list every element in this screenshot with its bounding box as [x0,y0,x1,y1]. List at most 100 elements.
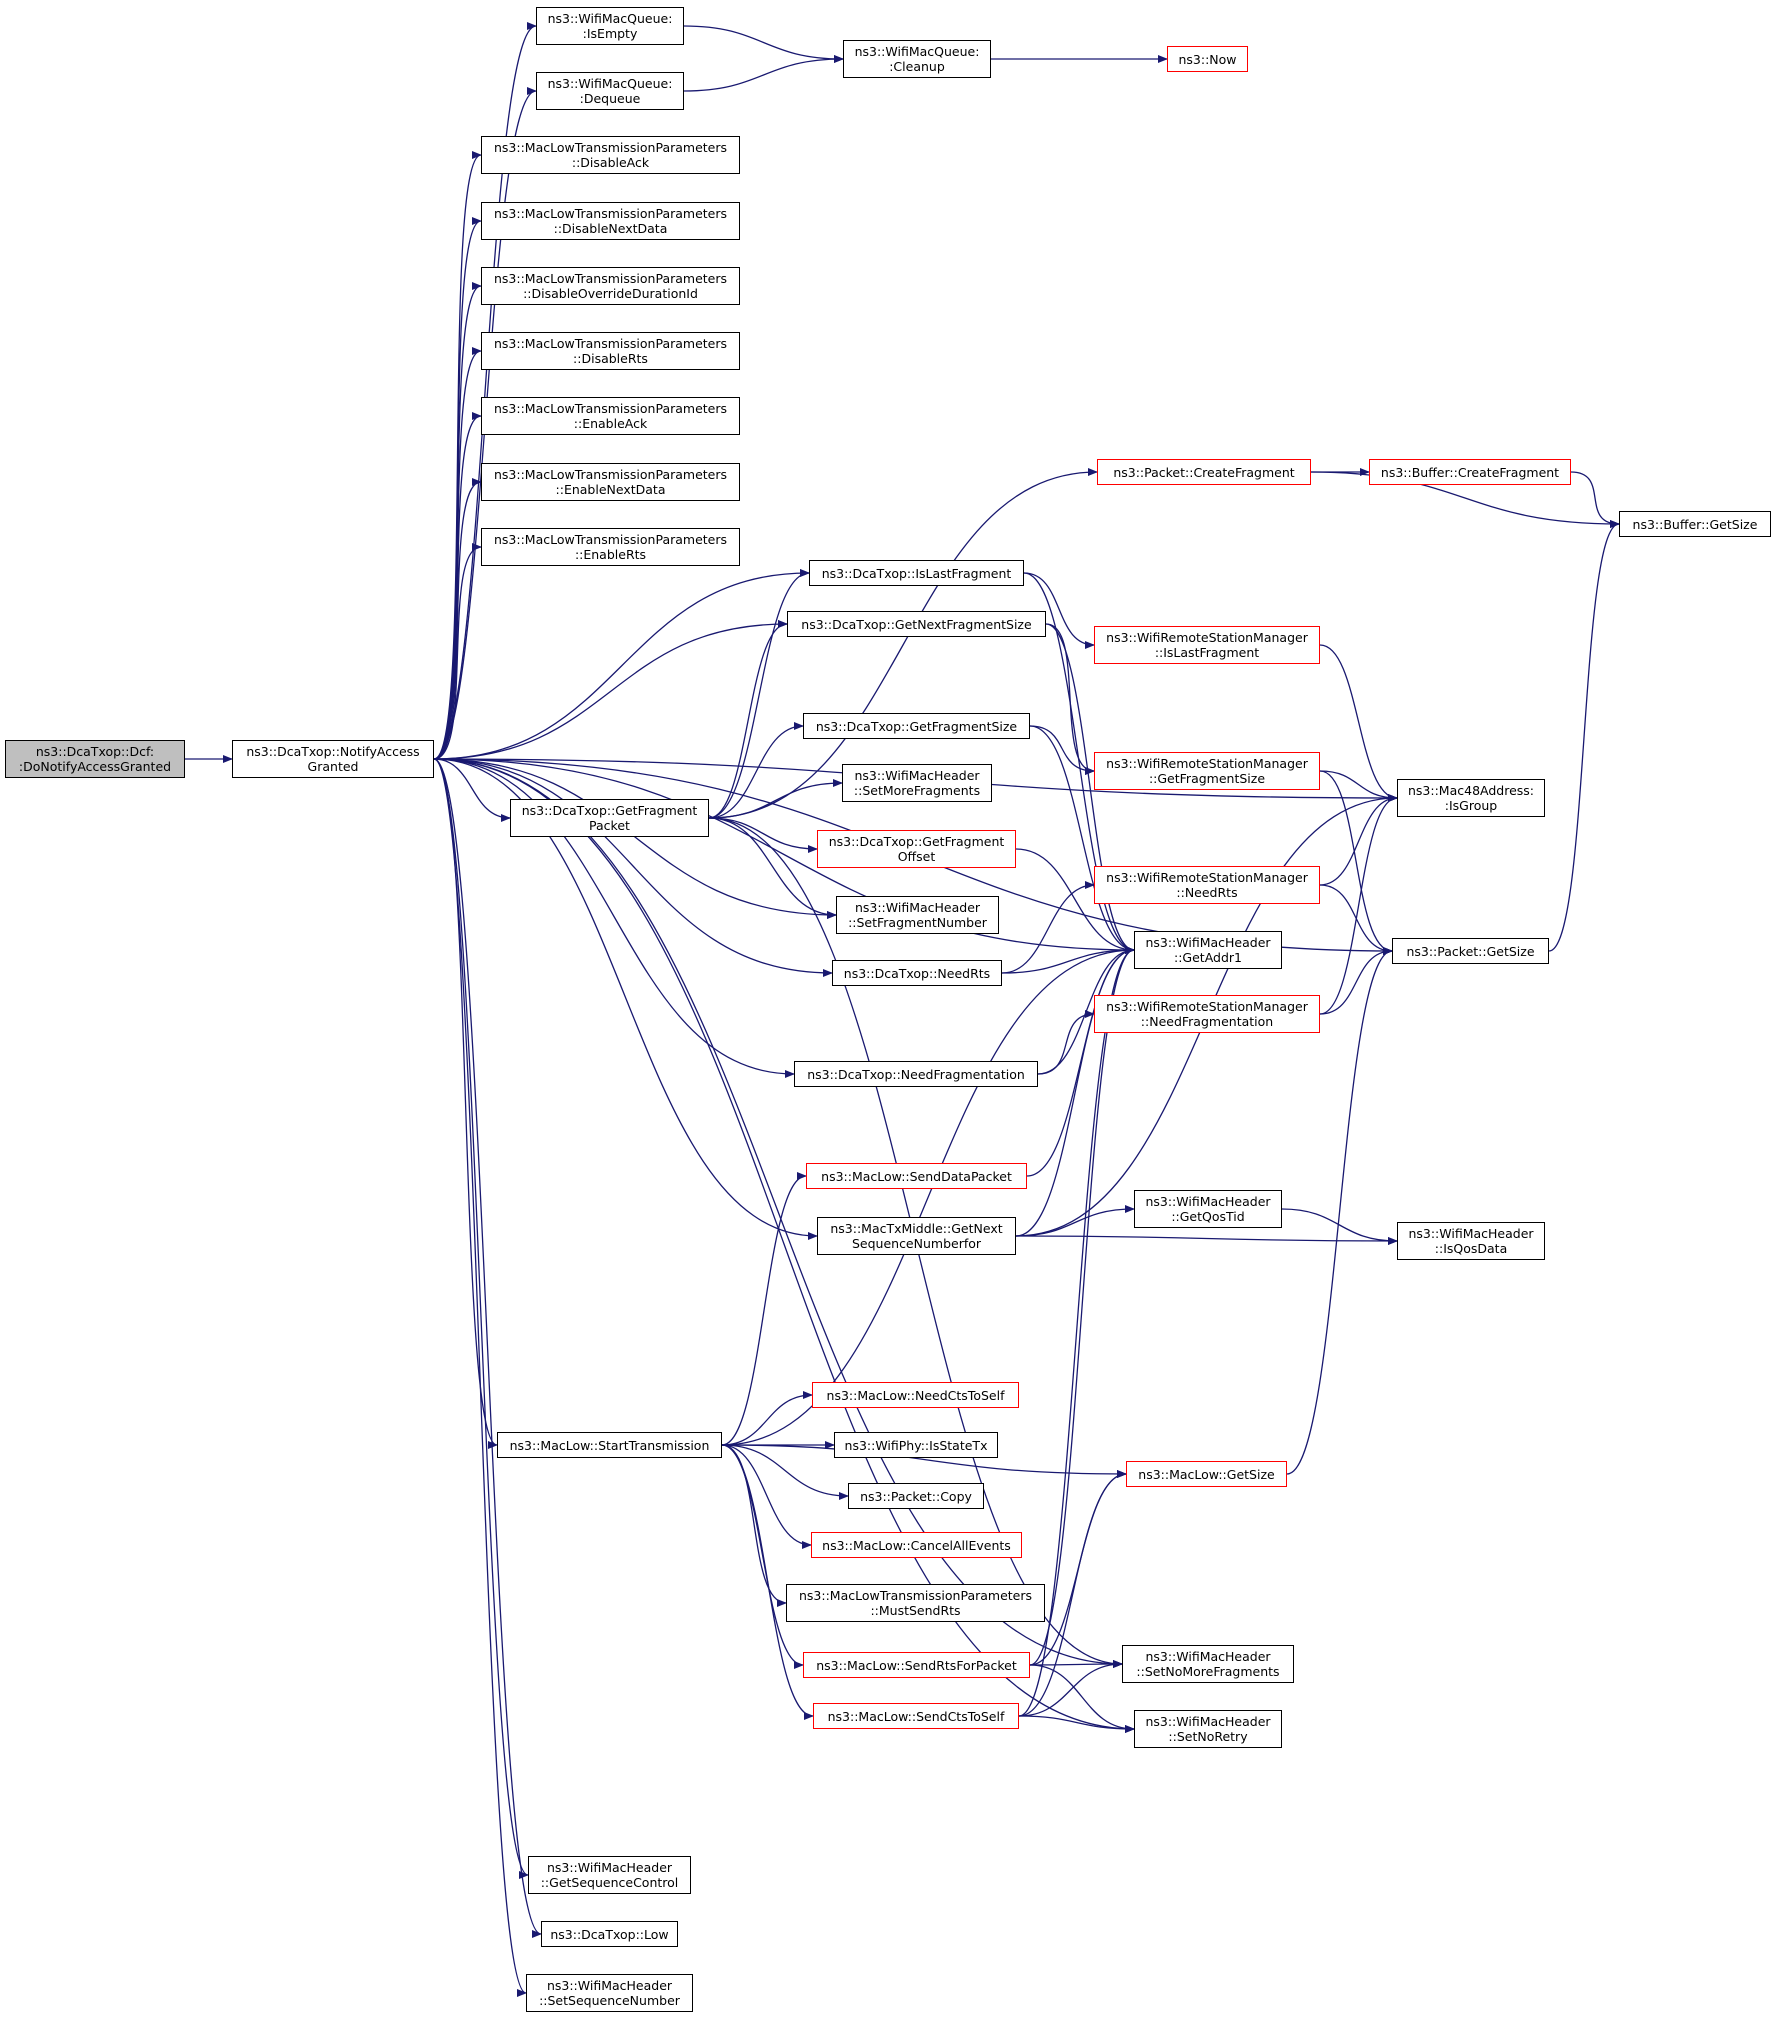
node-macltp-mustsendrts[interactable]: ns3::MacLowTransmissionParameters::MustS… [786,1584,1045,1622]
node-maclow-cancelallevents[interactable]: ns3::MacLow::CancelAllEvents [811,1532,1022,1558]
node-label-line: ns3::DcaTxop::Low [550,1926,669,1942]
node-label-line: ns3::DcaTxop::NotifyAccess [246,744,420,759]
node-label-line: ns3::WifiMacHeader [1145,1649,1271,1664]
edge-n22-n13 [708,468,1098,819]
node-dcatxop-needrts[interactable]: ns3::DcaTxop::NeedRts [832,960,1002,986]
edge-n30-n21 [1319,794,1398,1015]
edge-n1-n48 [433,758,542,1938]
node-wifimacqueue-cleanup[interactable]: ns3::WifiMacQueue::Cleanup [843,40,991,78]
node-dcatxop-islastfragment[interactable]: ns3::DcaTxop::IsLastFragment [809,560,1024,586]
node-wifimacqueue-isempty[interactable]: ns3::WifiMacQueue::IsEmpty [536,7,684,45]
node-label-line: ::SetNoMoreFragments [1136,1664,1280,1679]
node-macltp-disableoverridedurationid[interactable]: ns3::MacLowTransmissionParameters::Disab… [481,267,740,305]
node-label-line: ns3::DcaTxop::NeedRts [843,965,991,981]
node-packet-createfragment[interactable]: ns3::Packet::CreateFragment [1097,459,1311,485]
node-dcatxop-getfragmentsize[interactable]: ns3::DcaTxop::GetFragmentSize [803,713,1030,739]
node-macltp-disablerts[interactable]: ns3::MacLowTransmissionParameters::Disab… [481,332,740,370]
edge-n17-n28 [1045,623,1135,954]
node-label-line: ns3::DcaTxop::NeedFragmentation [807,1066,1025,1082]
node-label-line: ns3::WifiMacQueue: [547,76,673,91]
node-wifimacheader-setnoretry[interactable]: ns3::WifiMacHeader::SetNoRetry [1134,1710,1282,1748]
node-maclow-starttransmission[interactable]: ns3::MacLow::StartTransmission [497,1432,722,1458]
edge-n22-n16 [708,569,810,819]
edge-n37-n36 [721,1391,813,1446]
node-dcatxop-low[interactable]: ns3::DcaTxop::Low [541,1921,678,1947]
node-macltp-disablenextdata[interactable]: ns3::MacLowTransmissionParameters::Disab… [481,202,740,240]
node-wifimacheader-setnomorefragments[interactable]: ns3::WifiMacHeader::SetNoMoreFragments [1122,1645,1294,1683]
node-wifimacheader-isqosdata[interactable]: ns3::WifiMacHeader::IsQosData [1397,1222,1545,1260]
node-label-line: ns3::DcaTxop::GetFragment [828,834,1005,849]
node-mac48address-isgroup[interactable]: ns3::Mac48Address::IsGroup [1397,779,1545,817]
edge-n1-n17 [433,620,788,760]
node-buffer-getsize[interactable]: ns3::Buffer::GetSize [1619,511,1771,537]
edge-n2-n4 [683,25,844,63]
node-label-line: :IsEmpty [582,26,638,41]
node-maclow-sendctstoself[interactable]: ns3::MacLow::SendCtsToSelf [813,1703,1019,1729]
node-label-line: ns3::MacLow::SendDataPacket [821,1168,1012,1184]
node-label-line: ns3::DcaTxop::GetNextFragmentSize [801,616,1032,632]
node-label-line: ns3::WifiRemoteStationManager [1106,630,1308,645]
node-packet-copy[interactable]: ns3::Packet::Copy [848,1483,984,1509]
node-label-line: ns3::Buffer::GetSize [1632,516,1758,532]
node-packet-getsize[interactable]: ns3::Packet::GetSize [1392,938,1549,964]
node-wifimacheader-setfragmentnumber[interactable]: ns3::WifiMacHeader::SetFragmentNumber [836,896,999,934]
node-dcatxop-getnextfragmentsize[interactable]: ns3::DcaTxop::GetNextFragmentSize [787,611,1046,637]
node-label-line: ns3::MacLow::GetSize [1138,1466,1275,1482]
node-label-line: ::MustSendRts [870,1603,961,1618]
node-macltp-enablerts[interactable]: ns3::MacLowTransmissionParameters::Enabl… [481,528,740,566]
node-label-line: ns3::WifiMacQueue: [854,44,980,59]
node-wifimacqueue-dequeue[interactable]: ns3::WifiMacQueue::Dequeue [536,72,684,110]
edge-n1-n26 [433,758,837,919]
node-wifimacheader-getqostid[interactable]: ns3::WifiMacHeader::GetQosTid [1134,1190,1282,1228]
node-label-line: :IsGroup [1444,798,1498,813]
edge-n17-n20 [1045,623,1095,775]
node-label-line: ns3::Buffer::CreateFragment [1380,464,1560,480]
node-label-line: ns3::Now [1178,51,1237,67]
edge-n33-n35 [1015,1235,1398,1245]
node-wifimacheader-getsequencecontrol[interactable]: ns3::WifiMacHeader::GetSequenceControl [528,1856,691,1894]
node-wifimacheader-setmorefragments[interactable]: ns3::WifiMacHeader::SetMoreFragments [842,764,992,802]
edge-n14-n15 [1570,471,1620,528]
node-label-line: ns3::WifiMacHeader [1408,1226,1534,1241]
edge-n22-n23 [708,779,843,819]
node-wifimacheader-setsequencenumber[interactable]: ns3::WifiMacHeader::SetSequenceNumber [526,1974,693,2012]
node-buffer-createfragment[interactable]: ns3::Buffer::CreateFragment [1369,459,1571,485]
edge-n20-n29 [1319,770,1393,955]
node-label-line: ::SetFragmentNumber [848,915,987,930]
node-wifiphy-isstatetx[interactable]: ns3::WifiPhy::IsStateTx [834,1432,998,1458]
node-label-line: ::GetFragmentSize [1148,771,1266,786]
edge-n19-n28 [1029,725,1135,954]
node-dcatxop-needfragmentation[interactable]: ns3::DcaTxop::NeedFragmentation [794,1061,1038,1087]
node-wrsm-getfragmentsize[interactable]: ns3::WifiRemoteStationManager::GetFragme… [1094,752,1320,790]
edge-n19-n20 [1029,725,1095,775]
edge-n18-n21 [1319,644,1398,802]
node-label-line: ns3::WifiMacHeader [1145,1714,1271,1729]
edge-n1-n27 [433,758,833,977]
node-label-line: ns3::WifiPhy::IsStateTx [844,1437,988,1453]
node-label-line: Packet [589,818,630,833]
node-macltp-enableack[interactable]: ns3::MacLowTransmissionParameters::Enabl… [481,397,740,435]
node-label-line: ::GetSequenceControl [540,1875,679,1890]
node-macltp-disableack[interactable]: ns3::MacLowTransmissionParameters::Disab… [481,136,740,174]
node-maclow-senddatapacket[interactable]: ns3::MacLow::SendDataPacket [806,1163,1027,1189]
node-label-line: SequenceNumberfor [851,1236,982,1251]
node-dcatxop-dcf-donotifyaccessgranted: ns3::DcaTxop::Dcf::DoNotifyAccessGranted [5,740,185,778]
node-now[interactable]: ns3::Now [1167,46,1248,72]
node-macltp-enablenextdata[interactable]: ns3::MacLowTransmissionParameters::Enabl… [481,463,740,501]
edge-n39-n29 [1286,947,1393,1475]
node-label-line: ::EnableAck [573,416,648,431]
node-maclow-getsize[interactable]: ns3::MacLow::GetSize [1126,1461,1287,1487]
edge-n37-n40 [721,1444,849,1500]
edge-n1-n28 [433,758,1135,954]
node-wifimacheader-getaddr1[interactable]: ns3::WifiMacHeader::GetAddr1 [1134,931,1282,969]
node-wrsm-needfragmentation[interactable]: ns3::WifiRemoteStationManager::NeedFragm… [1094,995,1320,1033]
node-maclow-needctstoself[interactable]: ns3::MacLow::NeedCtsToSelf [812,1382,1019,1408]
node-wrsm-needrts[interactable]: ns3::WifiRemoteStationManager::NeedRts [1094,866,1320,904]
node-maclow-sendrtsforpacket[interactable]: ns3::MacLow::SendRtsForPacket [803,1652,1030,1678]
node-wrsm-islastfragment[interactable]: ns3::WifiRemoteStationManager::IsLastFra… [1094,626,1320,664]
node-label-line: ::SetNoRetry [1168,1729,1248,1744]
